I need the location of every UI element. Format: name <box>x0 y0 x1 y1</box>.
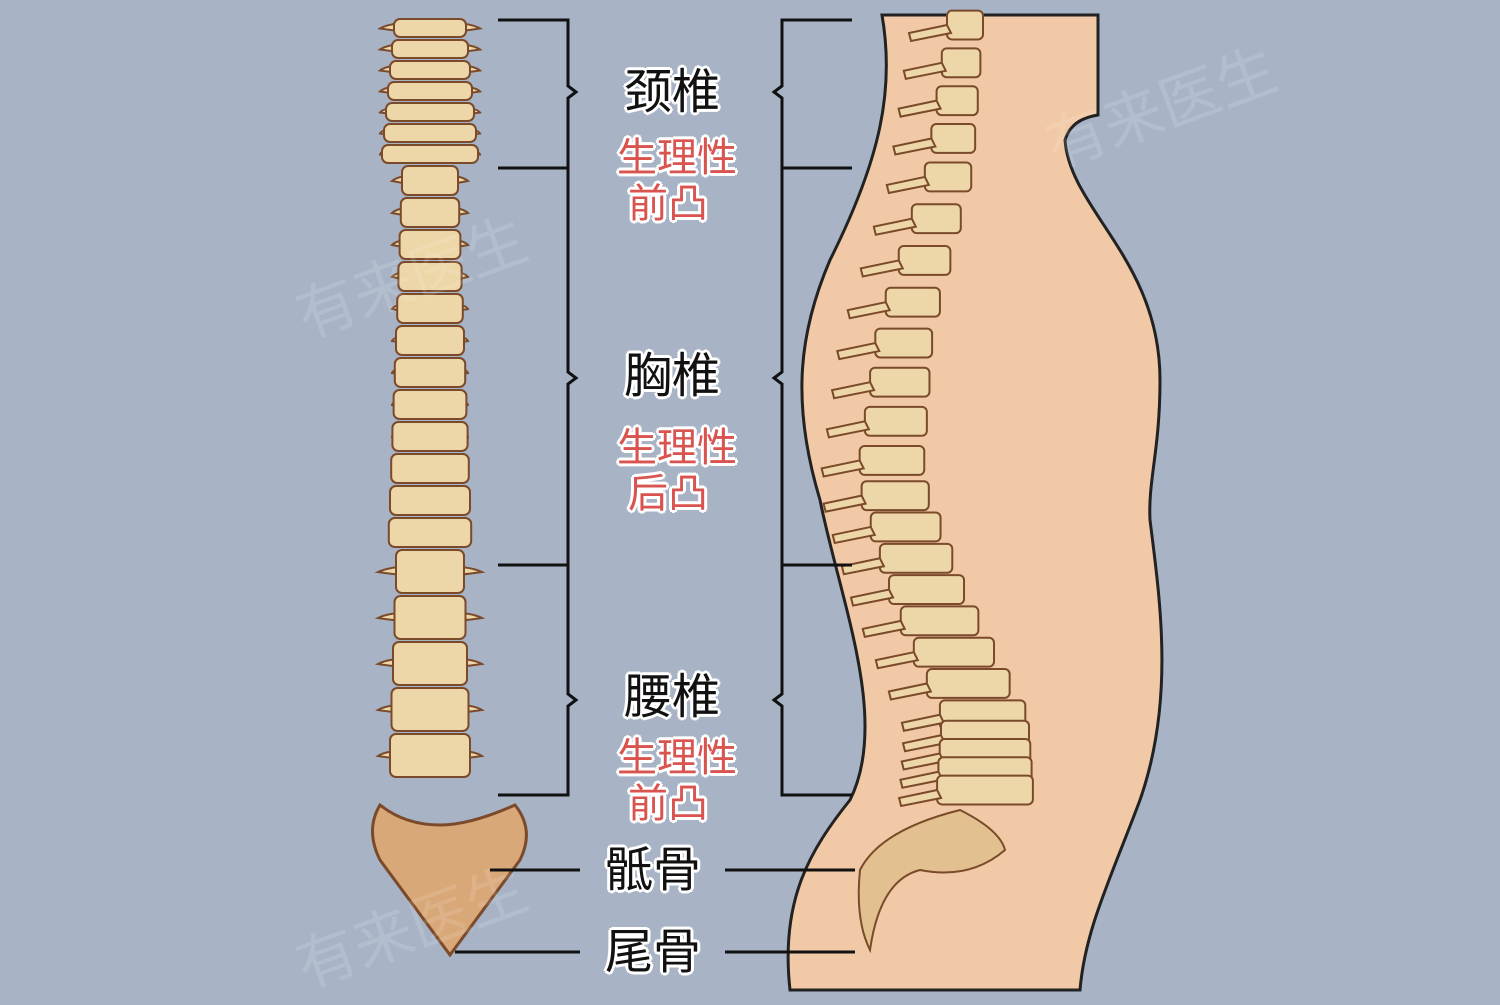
vertebra <box>393 595 467 640</box>
spinous-process <box>902 61 948 80</box>
curve-line-1: 生理性 <box>617 425 737 471</box>
vertebra-side <box>884 286 941 318</box>
vertebra <box>390 453 470 484</box>
vertebra <box>395 325 465 356</box>
vertebra <box>397 261 463 292</box>
vertebra <box>385 102 475 122</box>
vertebra <box>391 421 469 452</box>
vertebra <box>393 357 467 388</box>
vertebra-side <box>860 480 930 512</box>
spinous-process <box>874 651 920 670</box>
left-bracket-thoracic <box>498 168 579 567</box>
vertebra-side <box>923 161 973 193</box>
vertebra <box>396 293 464 324</box>
vertebra <box>395 549 465 594</box>
curve-line-1: 生理性 <box>617 735 737 781</box>
spinous-process <box>825 420 871 439</box>
vertebra <box>381 144 479 164</box>
sacrum <box>371 802 528 958</box>
spinous-process <box>840 557 886 576</box>
label-cervical: 颈椎 <box>624 64 721 120</box>
spinous-process <box>836 341 881 361</box>
spinous-process <box>897 99 943 118</box>
right-bracket-cervical <box>771 18 852 170</box>
label-sacrum: 骶骨 <box>605 842 702 898</box>
vertebra-side <box>869 366 931 398</box>
spinous-process <box>900 713 946 732</box>
spinous-process <box>831 525 877 545</box>
label-lumbar-curve: 生理性 前凸 <box>614 738 740 824</box>
spinous-process <box>892 137 937 156</box>
vertebra <box>398 229 462 260</box>
spinous-process <box>822 494 868 513</box>
spinous-process <box>846 301 892 320</box>
label-lumbar: 腰椎 <box>624 669 721 725</box>
vertebra <box>392 641 468 686</box>
left-bracket-lumbar <box>498 565 579 797</box>
vertebra-side <box>910 203 962 235</box>
curve-line-2: 后凸 <box>628 471 708 517</box>
vertebra-side <box>935 85 979 117</box>
spinous-process <box>907 23 953 43</box>
vertebra-side <box>874 327 934 359</box>
vertebra-side <box>863 405 928 437</box>
vertebra-side <box>940 47 982 79</box>
vertebra-side <box>897 244 952 276</box>
vertebra <box>393 18 467 38</box>
vertebra-side <box>946 9 984 41</box>
vertebra <box>383 123 477 143</box>
spinous-process <box>820 459 866 478</box>
vertebra-side <box>925 668 1011 699</box>
vertebra <box>389 485 471 516</box>
vertebra-side <box>878 542 954 574</box>
vertebra <box>387 81 473 101</box>
curve-line-2: 前凸 <box>628 181 708 227</box>
curve-line-2: 前凸 <box>628 781 708 827</box>
vertebra-side <box>869 511 942 543</box>
spinous-process <box>887 682 933 701</box>
right-bracket-thoracic <box>771 168 852 567</box>
body-silhouette <box>786 13 1164 992</box>
spinous-process <box>872 217 918 236</box>
label-cervical-curve: 生理性 前凸 <box>614 138 740 224</box>
vertebra-side <box>858 444 926 476</box>
left-bracket-cervical <box>498 18 579 170</box>
bracket-lines <box>455 18 855 954</box>
spinous-process <box>830 381 876 400</box>
vertebra <box>389 733 471 778</box>
right-bracket-lumbar <box>771 565 852 797</box>
vertebra <box>401 165 459 196</box>
vertebra <box>392 389 468 420</box>
vertebra <box>390 687 470 732</box>
vertebra <box>399 197 461 228</box>
vertebra <box>387 517 473 548</box>
vertebra-side <box>936 774 1034 806</box>
sacrum-side <box>857 808 1007 954</box>
vertebra <box>389 60 471 80</box>
vertebra-side <box>888 574 966 606</box>
vertebra <box>391 39 469 59</box>
label-coccyx: 尾骨 <box>605 924 702 980</box>
spine-side-view <box>820 9 1034 954</box>
spinous-process <box>897 788 943 808</box>
vertebra-side <box>912 636 996 668</box>
curve-line-1: 生理性 <box>617 135 737 181</box>
label-thoracic: 胸椎 <box>624 348 721 404</box>
spine-front-view <box>371 18 528 958</box>
label-thoracic-curve: 生理性 后凸 <box>614 428 740 514</box>
spinous-process <box>885 175 931 195</box>
spinous-process <box>849 588 895 607</box>
vertebra-side <box>899 605 980 637</box>
spinous-process <box>859 259 905 278</box>
spinous-process <box>861 619 907 639</box>
vertebra-side <box>930 123 977 154</box>
